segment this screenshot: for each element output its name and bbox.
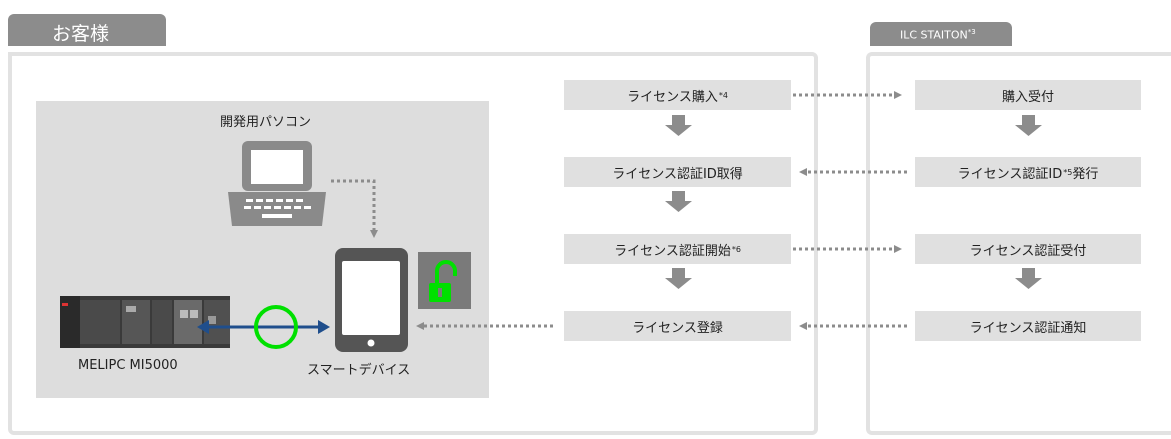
flow-left-step-1-note: *4 [718,90,728,100]
customer-tab-label: お客様 [52,23,110,45]
flow-right-step-4-text: ライセンス認証通知 [969,320,1087,336]
flow-left-step-4-text: ライセンス登録 [632,320,723,336]
flow-left-step-3-note: *6 [731,244,741,254]
flow-right-arrows [1015,115,1042,289]
station-tab: ILC STAITON*3 [870,22,1012,46]
customer-frame [8,52,818,435]
plc-device-link [197,305,330,349]
station-tab-label: ILC STAITON [900,28,968,42]
flow-right-step-1: 購入受付 [915,80,1141,110]
flow-right-step-2-suffix: 発行 [1072,166,1099,182]
link-highlight-circle [254,305,298,349]
flow-right-step-1-text: 購入受付 [1001,89,1054,105]
flow-right-step-3: ライセンス認証受付 [915,234,1141,264]
device-label: スマートデバイス [307,363,411,378]
flow-left-step-2: ライセンス認証ID取得 [564,157,791,187]
flow-left-step-2-text: ライセンス認証ID取得 [612,166,743,182]
flow-right-step-3-text: ライセンス認証受付 [969,243,1087,259]
flow-right-step-2-note: *5 [1063,167,1073,177]
flow-left-step-1-text: ライセンス購入 [627,89,718,105]
pc-label: 開発用パソコン [220,115,312,130]
flow-left-step-4: ライセンス登録 [564,311,791,341]
plc-label: MELIPC MI5000 [78,358,178,373]
customer-tab: お客様 [8,14,166,46]
cross-flow-connectors [416,91,907,330]
flow-left-step-3: ライセンス認証開始*6 [564,234,791,264]
flow-left-step-1: ライセンス購入*4 [564,80,791,110]
laptop-icon [228,141,326,226]
pc-to-device-connector [331,179,378,238]
plc-hardware-icon [60,296,230,348]
tablet-icon [335,248,408,352]
flow-right-step-2: ライセンス認証ID*5 発行 [915,157,1141,187]
station-tab-note: *3 [967,28,976,36]
flow-right-step-2-text: ライセンス認証ID [957,166,1063,182]
unlock-icon [418,252,471,309]
flow-left-step-3-text: ライセンス認証開始 [614,243,731,259]
flow-left-arrows [665,115,692,289]
flow-right-step-4: ライセンス認証通知 [915,311,1141,341]
station-frame [866,52,1171,435]
